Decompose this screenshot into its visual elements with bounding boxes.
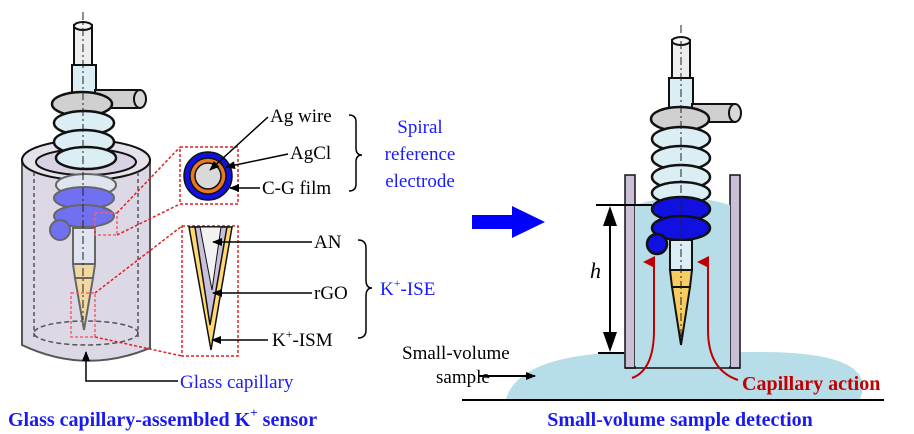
capillary-arrow-right (697, 256, 739, 381)
sample-label-line2: sample (436, 367, 490, 388)
sample-droplet (506, 352, 863, 399)
cross-section-inset (179, 116, 289, 205)
capillary-wall-right (729, 174, 741, 369)
sample-label-line1: Small-volume (402, 343, 510, 364)
ism-label: K+-ISM (272, 327, 333, 351)
ag-wire-pointer (209, 116, 269, 171)
spiral-electrode-brace (348, 114, 363, 192)
zoom-line (94, 225, 183, 294)
zoom-box-coil (94, 212, 118, 236)
lower-tube (72, 227, 96, 265)
agcl-pointer (225, 153, 289, 170)
glass-capillary-leader (85, 375, 178, 382)
capillary-wall-left (624, 174, 636, 369)
height-symbol: h (590, 258, 601, 283)
ag-wire-label: Ag wire (270, 106, 332, 127)
capillary-bottom-opening (33, 320, 139, 346)
height-arrow-up (603, 206, 617, 226)
tip-inset (181, 225, 312, 357)
agcl-label: AgCl (290, 143, 331, 164)
tip-collar (71, 263, 97, 279)
spiral-coil-right (645, 105, 712, 256)
glass-capillary-label: Glass capillary (180, 372, 294, 393)
spiral-label-line3: electrode (385, 171, 455, 192)
ise-tip (73, 277, 95, 331)
side-connector-end (133, 89, 147, 109)
cg-film-label: C-G film (262, 178, 331, 199)
spiral-label-line2: reference (385, 144, 456, 165)
zoom-line (116, 203, 181, 236)
right-detection-illustration (462, 25, 884, 401)
side-connector-end-right (728, 103, 742, 123)
right-panel-title: Small-volume sample detection (547, 409, 813, 431)
left-sensor-illustration (21, 12, 183, 382)
left-panel-title: Glass capillary-assembled K+ sensor (8, 405, 317, 431)
zoom-box-tip (70, 292, 96, 338)
ise-brace (357, 239, 373, 339)
spiral-label-line1: Spiral (397, 117, 442, 138)
cross-section-frame (179, 146, 239, 205)
ag-wire-core (194, 162, 222, 190)
rgo-label: rGO (314, 283, 348, 304)
spiral-coil-lower (49, 173, 117, 241)
transition-arrow-icon (472, 206, 545, 238)
ise-label: K+-ISE (380, 276, 435, 300)
zoom-line (116, 146, 181, 214)
capillary-action-label: Capillary action (742, 373, 880, 395)
tip-frame (181, 225, 239, 357)
an-label: AN (314, 232, 342, 253)
height-arrow-down (603, 332, 617, 352)
capillary-arrow-left (631, 256, 655, 379)
spiral-coil-upper (50, 90, 118, 171)
